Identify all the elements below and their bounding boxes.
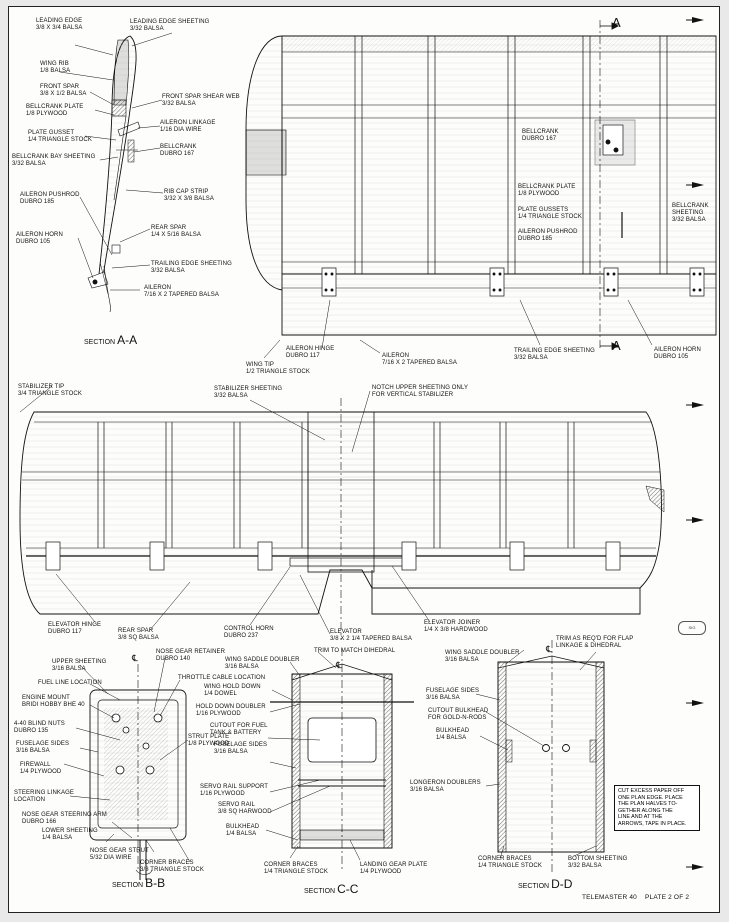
label-elevator-joiner: ELEVATOR JOINER 1/4 X 3/8 HARDWOOD <box>424 620 488 633</box>
centerline-symbol-d: ℄ <box>546 644 552 654</box>
cut-line-a-top: A <box>612 15 621 30</box>
label-wing-hold-down: WING HOLD DOWN 1/4 DOWEL <box>204 684 261 697</box>
label-landing-gear-plate: LANDING GEAR PLATE 1/4 PLYWOOD <box>360 862 428 875</box>
section-d-d-title: SECTION D-D <box>518 877 573 891</box>
manufacturer-logo-stamp: SIG <box>678 621 706 635</box>
label-wing-saddle-doubler-d: WING SADDLE DOUBLER 3/16 BALSA <box>445 650 520 663</box>
label-bulkhead-c: BULKHEAD 1/4 BALSA <box>226 824 260 837</box>
label-engine-mount: ENGINE MOUNT BRIDI HOBBY BHE 40 <box>22 695 85 708</box>
label-leading-edge: LEADING EDGE 3/8 X 3/4 BALSA <box>36 18 83 31</box>
plate-footer: TELEMASTER 40 PLATE 2 OF 2 <box>582 894 690 901</box>
label-firewall: FIREWALL 1/4 PLYWOOD <box>20 762 62 775</box>
label-fuel-line-location: FUEL LINE LOCATION <box>38 680 102 686</box>
label-aileron-section: AILERON 7/16 X 2 TAPERED BALSA <box>144 285 220 298</box>
label-elevator-hinge: ELEVATOR HINGE DUBRO 117 <box>48 622 102 635</box>
label-corner-braces-c: CORNER BRACES 1/4 TRIANGLE STOCK <box>264 862 328 875</box>
wing-plan-view <box>245 20 717 359</box>
section-b-b-firewall <box>63 657 191 880</box>
label-rib-cap-strip: RIB CAP STRIP 3/32 X 3/8 BALSA <box>164 189 214 202</box>
note-line: ARROWS, TAPE IN PLACE. <box>618 820 687 827</box>
label-nose-gear-retainer: NOSE GEAR RETAINER DUBRO 140 <box>156 649 226 662</box>
section-c-c-fuselage <box>265 648 414 870</box>
label-stabilizer-tip: STABILIZER TIP 3/4 TRIANGLE STOCK <box>18 384 82 397</box>
label-blind-nuts: 4-40 BLIND NUTS DUBRO 135 <box>14 721 65 734</box>
label-front-spar-shear-web: FRONT SPAR SHEAR WEB 3/32 BALSA <box>162 94 240 107</box>
label-bellcrank-plate-plan: BELLCRANK PLATE 1/8 PLYWOOD <box>518 184 576 197</box>
label-aileron-pushrod-section: AILERON PUSHROD DUBRO 185 <box>20 192 80 205</box>
label-nose-gear-steering-arm: NOSE GEAR STEERING ARM DUBRO 166 <box>22 812 107 825</box>
label-bottom-sheeting: BOTTOM SHEETING 3/32 BALSA <box>568 856 628 869</box>
label-lower-sheeting: LOWER SHEETING 1/4 BALSA <box>42 828 98 841</box>
label-wing-saddle-doubler-c: WING SADDLE DOUBLER 3/16 BALSA <box>225 657 300 670</box>
label-cutout-fuel: CUTOUT FOR FUEL TANK & BATTERY <box>210 723 268 736</box>
label-servo-rail-support: SERVO RAIL SUPPORT 1/16 PLYWOOD <box>200 784 269 797</box>
label-wing-tip: WING TIP 1/2 TRIANGLE STOCK <box>246 362 310 375</box>
label-trailing-edge-sheeting-section: TRAILING EDGE SHEETING 3/32 BALSA <box>151 261 232 274</box>
label-corner-braces-d: CORNER BRACES 1/4 TRIANGLE STOCK <box>478 856 542 869</box>
label-corner-braces-b: CORNER BRACES 3/8 TRIANGLE STOCK <box>140 860 204 873</box>
label-aileron-linkage: AILERON LINKAGE 1/16 DIA WIRE <box>160 120 216 133</box>
section-a-a-title: SECTION A-A <box>84 333 138 347</box>
note-line: THE PLAN HALVES TO- <box>618 801 678 808</box>
label-plate-gussets: PLATE GUSSETS 1/4 TRIANGLE STOCK <box>518 207 582 220</box>
note-line: GETHER ALONG THE <box>618 807 673 814</box>
label-trailing-edge-sheeting-plan: TRAILING EDGE SHEETING 3/32 BALSA <box>514 348 595 361</box>
alignment-arrows <box>686 17 704 870</box>
centerline-symbol-b: ℄ <box>132 653 138 663</box>
label-nose-gear-strut: NOSE GEAR STRUT 5/32 DIA WIRE <box>90 848 149 861</box>
label-elevator: ELEVATOR 3/8 X 2 1/4 TAPERED BALSA <box>330 629 412 642</box>
label-fuselage-sides-b: FUSELAGE SIDES 3/16 BALSA <box>16 741 70 754</box>
section-c-c-title: SECTION C-C <box>304 882 359 896</box>
label-servo-rail: SERVO RAIL 3/8 SQ HARWOOD <box>218 802 272 815</box>
label-notch-upper-sheeting: NOTCH UPPER SHEETING ONLY FOR VERTICAL S… <box>372 385 469 398</box>
label-leading-edge-sheeting: LEADING EDGE SHEETING 3/32 BALSA <box>130 19 210 32</box>
label-aileron-hinge: AILERON HINGE DUBRO 117 <box>286 346 335 359</box>
stabilizer-plan-view <box>19 385 665 640</box>
label-bellcrank-plate-section: BELLCRANK PLATE 1/8 PLYWOOD <box>26 104 84 117</box>
label-steering-linkage: STEERING LINKAGE LOCATION <box>14 790 74 803</box>
label-plate-gusset: PLATE GUSSET 1/4 TRIANGLE STOCK <box>28 130 92 143</box>
label-throttle-cable: THROTTLE CABLE LOCATION <box>178 675 266 681</box>
label-fuselage-sides-c: FUSELAGE SIDES 3/16 BALSA <box>214 742 268 755</box>
label-control-horn: CONTROL HORN DUBRO 237 <box>224 626 274 639</box>
note-line: LINE AND AT THE <box>618 814 663 821</box>
note-line: ONE PLAN EDGE. PLACE <box>618 794 683 801</box>
label-bellcrank-bay-sheeting: BELLCRANK BAY SHEETING 3/32 BALSA <box>12 154 96 167</box>
label-wing-rib: WING RIB 1/8 BALSA <box>40 61 71 74</box>
label-stabilizer-sheeting: STABILIZER SHEETING 3/32 BALSA <box>214 386 283 399</box>
label-strut-plate: STRUT PLATE 1/8 PLYWOOD <box>188 734 230 747</box>
label-rear-spar: REAR SPAR 1/4 X 5/16 BALSA <box>151 225 201 238</box>
cut-line-a-bottom: A <box>612 338 621 353</box>
label-longeron-doublers: LONGERON DOUBLERS 3/16 BALSA <box>410 780 481 793</box>
label-trim-dihedral: TRIM TO MATCH DIHEDRAL <box>314 648 396 654</box>
label-trim-flap: TRIM AS REQ'D FOR FLAP LINKAGE & DIHEDRA… <box>556 636 634 649</box>
label-bellcrank-plan: BELLCRANK DUBRO 167 <box>522 129 559 142</box>
label-bellcrank-sheeting: BELLCRANK SHEETING 3/32 BALSA <box>672 203 709 223</box>
label-aileron-plan: AILERON 7/16 X 2 TAPERED BALSA <box>382 353 458 366</box>
label-bulkhead-d: BULKHEAD 1/4 BALSA <box>436 728 470 741</box>
label-aileron-horn-plan: AILERON HORN DUBRO 105 <box>654 347 701 360</box>
label-bellcrank-section: BELLCRANK DUBRO 167 <box>160 144 197 157</box>
label-cutout-bulkhead: CUTOUT BULKHEAD FOR GOLD-N-RODS <box>428 708 489 721</box>
label-aileron-pushrod-plan: AILERON PUSHROD DUBRO 185 <box>518 229 578 242</box>
label-rear-spar-stab: REAR SPAR 3/8 SQ BALSA <box>118 628 159 641</box>
label-fuselage-sides-d: FUSELAGE SIDES 3/16 BALSA <box>426 688 480 701</box>
label-hold-down-doubler: HOLD DOWN DOUBLER 1/16 PLYWOOD <box>196 704 266 717</box>
wing-section-a-a <box>59 32 173 313</box>
section-b-b-title: SECTION B-B <box>112 876 166 890</box>
section-d-d-fuselage <box>475 640 605 872</box>
label-upper-sheeting: UPPER SHEETING 3/16 BALSA <box>52 659 107 672</box>
assembly-note-box: CUT EXCESS PAPER OFF ONE PLAN EDGE. PLAC… <box>614 785 700 831</box>
label-aileron-horn-section: AILERON HORN DUBRO 105 <box>16 232 63 245</box>
label-front-spar: FRONT SPAR 3/8 X 1/2 BALSA <box>40 84 87 97</box>
note-line: CUT EXCESS PAPER OFF <box>618 788 684 794</box>
centerline-symbol-c: ℄ <box>336 660 342 670</box>
